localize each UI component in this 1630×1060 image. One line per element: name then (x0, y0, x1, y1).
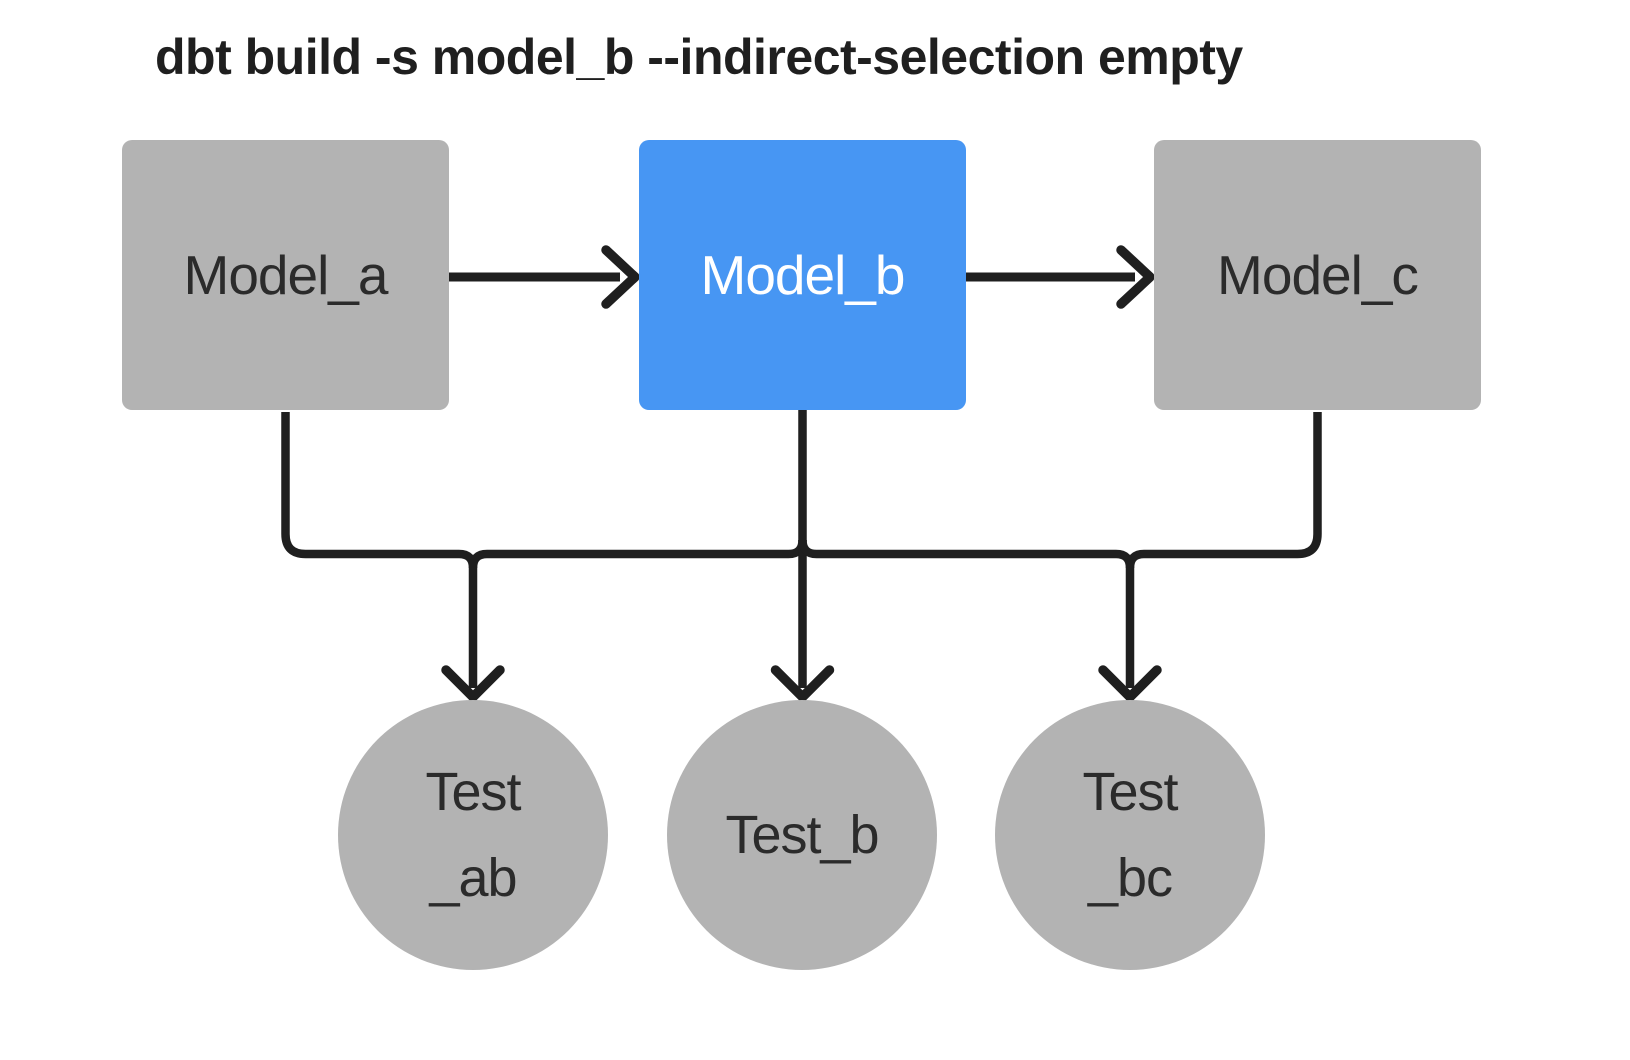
arrowhead-model-b (601, 245, 640, 309)
node-model-c-label: Model_c (1217, 244, 1419, 306)
edge-model-a-to-test-ab (281, 412, 478, 688)
node-test-bc-label-line1: Test (1082, 762, 1178, 822)
node-test-bc: Test _bc (995, 700, 1265, 970)
node-test-ab-label-line1: Test (425, 762, 521, 822)
arrowhead-test-ab (441, 665, 505, 702)
node-test-ab: Test _ab (338, 700, 608, 970)
edge-model-c-to-test-bc (1125, 412, 1322, 569)
edge-model-b-to-test-ab (468, 539, 807, 569)
node-model-a: Model_a (122, 140, 449, 410)
diagram-title: dbt build -s model_b --indirect-selectio… (155, 29, 1243, 85)
arrowhead-model-c (1116, 245, 1155, 309)
node-test-b: Test_b (667, 700, 937, 970)
node-model-a-label: Model_a (183, 244, 389, 306)
node-test-bc-label-line2: _bc (1087, 848, 1173, 908)
arrowhead-test-b (770, 665, 835, 702)
node-test-b-label-line1: Test_b (725, 805, 879, 865)
edge-model-b-to-test-bc (798, 539, 1135, 688)
arrowhead-test-bc (1098, 665, 1162, 702)
node-test-ab-label-line2: _ab (429, 848, 517, 908)
node-model-c: Model_c (1154, 140, 1481, 410)
node-model-b-selected: Model_b (639, 140, 966, 410)
node-model-b-label: Model_b (700, 244, 906, 306)
